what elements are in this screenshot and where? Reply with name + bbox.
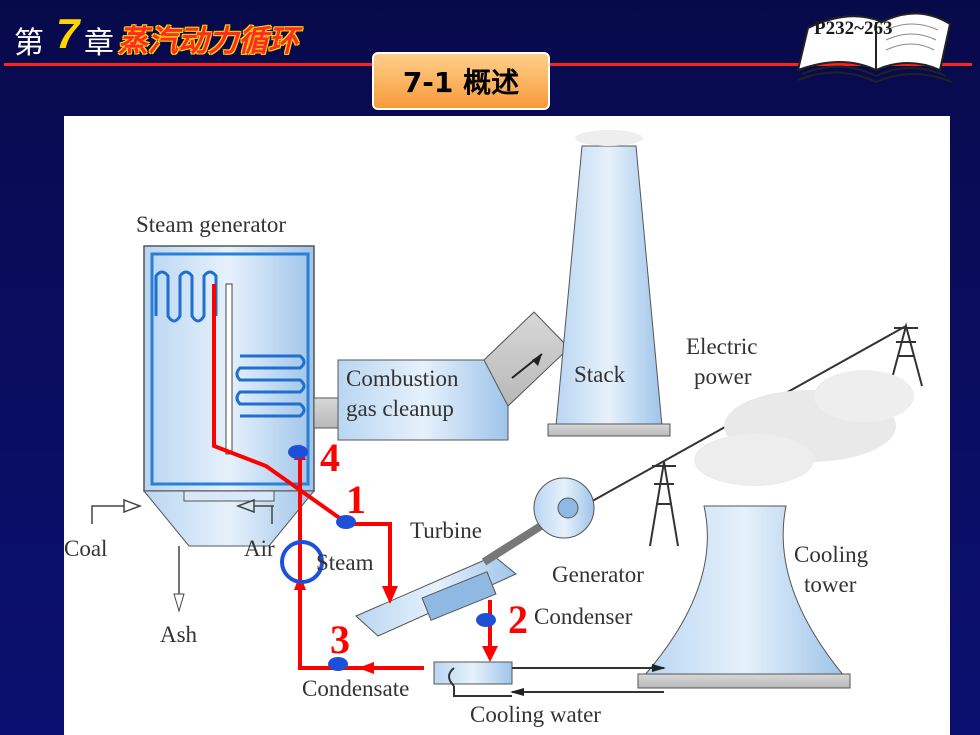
state-number-4: 4 <box>320 435 340 480</box>
label-electric-1: Electric <box>686 334 758 359</box>
state-points <box>288 445 496 671</box>
label-cooling-1: Cooling <box>794 542 869 567</box>
state-point-3 <box>328 657 348 671</box>
section-title: 7-1 概述 <box>402 66 520 99</box>
label-coal: Coal <box>64 536 108 561</box>
input-arrows <box>91 498 274 524</box>
section-title-box: 7-1 概述 <box>372 52 550 110</box>
chapter-suffix: 章 <box>84 26 114 61</box>
label-combustion-2: gas cleanup <box>346 396 454 421</box>
highlight-circle <box>280 540 324 584</box>
label-generator: Generator <box>552 562 644 587</box>
state-number-3: 3 <box>330 617 350 662</box>
state-number-1: 1 <box>346 477 366 522</box>
combustion-gas-cleanup-unit <box>313 311 570 441</box>
state-point-2 <box>476 613 496 627</box>
chapter-title: 蒸汽动力循环 <box>118 24 298 59</box>
label-cooling-2: tower <box>804 572 857 597</box>
label-turbine: Turbine <box>410 518 482 543</box>
label-steam-generator: Steam generator <box>136 212 287 237</box>
state-point-4 <box>288 445 308 459</box>
stack-unit <box>547 130 671 437</box>
page-range-label: P232~263 <box>814 18 893 39</box>
state-number-2: 2 <box>508 597 528 642</box>
label-cooling-water: Cooling water <box>470 702 601 727</box>
label-condensate: Condensate <box>302 676 410 701</box>
steam-generator-unit <box>142 245 316 613</box>
label-steam: Steam <box>316 550 374 575</box>
cooling-tower-unit <box>637 370 914 689</box>
label-condenser: Condenser <box>534 604 633 629</box>
chapter-number: 7 <box>56 10 80 57</box>
state-point-1 <box>336 515 356 529</box>
open-book-icon <box>796 12 953 84</box>
label-combustion-1: Combustion <box>346 366 459 391</box>
label-stack: Stack <box>574 362 626 387</box>
chapter-prefix: 第 <box>14 26 44 61</box>
label-ash: Ash <box>160 622 198 647</box>
condenser-unit <box>433 661 666 697</box>
diagram-graphic <box>91 130 923 697</box>
power-plant-diagram: Steam generator Combustion gas cleanup S… <box>64 116 950 735</box>
label-air: Air <box>244 536 275 561</box>
turbine-generator-unit <box>355 477 595 637</box>
label-electric-2: power <box>694 364 752 389</box>
